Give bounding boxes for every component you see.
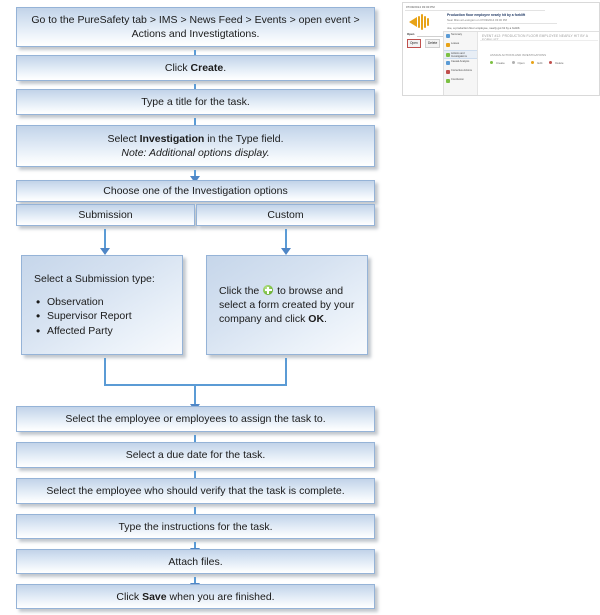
connector-title-type — [194, 118, 196, 128]
connector-create-title — [194, 84, 196, 93]
connector-custom-merge-down — [285, 358, 287, 386]
thumbnail-timestamp: 07/09/2014 03:00 PM — [406, 5, 435, 9]
step-title-text: Type a title for the task. — [141, 96, 250, 108]
step-goto-box[interactable]: Go to the PureSafety tab > IMS > News Fe… — [16, 7, 375, 47]
actions-icon — [445, 53, 450, 57]
step-submission-detail-text: Select a Submission type: Observation Su… — [34, 272, 170, 339]
summary-icon — [445, 34, 450, 38]
thumbnail-open-label: Open — [407, 32, 415, 36]
step-create-box[interactable]: Click Create. — [16, 55, 375, 81]
sidebar-item-label: Causal Analysis — [451, 60, 470, 63]
thumbnail-open-button[interactable]: Open — [407, 39, 421, 48]
branch-submission-box[interactable]: Submission — [16, 204, 195, 226]
conclusion-icon — [445, 79, 450, 83]
sidebar-item-causal-analysis[interactable]: Causal Analysis — [444, 59, 477, 68]
thumbnail-section-heading: ASSIGN ACTIONS AND INVESTIGATIONS — [490, 53, 547, 57]
sidebar-item-label: Corrective Actions — [451, 69, 472, 72]
thumbnail-subline: Near Miss at Lexington on 07/09/2014 03:… — [447, 18, 508, 22]
branch-submission-label: Submission — [78, 209, 133, 221]
step-choose-text: Choose one of the Investigation options — [103, 185, 288, 197]
thumbnail-open-link[interactable]: Open — [511, 61, 528, 65]
thumbnail-event-divider — [480, 40, 598, 41]
arrow-custom-down — [281, 248, 291, 255]
causal-analysis-icon — [445, 61, 450, 65]
thumbnail-headline: Production floor employee nearly hit by … — [447, 13, 526, 17]
connector-assign-duedate — [194, 435, 196, 444]
thumbnail-divider — [405, 10, 545, 11]
sidebar-item-label: Actions and Investigations — [451, 52, 467, 59]
step-assign-text: Select the employee or employees to assi… — [65, 413, 326, 425]
thumbnail-open-rule — [417, 36, 445, 37]
list-item: Supervisor Report — [36, 309, 170, 324]
thumbnail-event-panel: Summary Losses Actions and Investigation… — [443, 31, 599, 95]
step-save-box[interactable]: Click Save when you are finished. — [16, 584, 375, 609]
arrow-submission-down — [100, 248, 110, 255]
step-create-text: Click Create. — [164, 62, 227, 74]
arrow-type-choose — [190, 176, 200, 183]
connector-type-choose — [194, 170, 196, 178]
losses-icon — [445, 43, 450, 47]
branch-custom-label: Custom — [267, 209, 304, 221]
step-goto-text: Go to the PureSafety tab > IMS > News Fe… — [31, 14, 360, 40]
step-instructions-text: Type the instructions for the task. — [118, 520, 273, 533]
connector-duedate-verify — [194, 471, 196, 480]
corrective-actions-icon — [445, 70, 450, 74]
green-plus-icon[interactable] — [263, 285, 274, 295]
sidebar-item-actions-and-investigations[interactable]: Actions and Investigations — [444, 50, 477, 59]
step-type-text: Select Investigation in the Type field. … — [107, 133, 284, 159]
thumbnail-body: Joe, a production floor employee, nearly… — [447, 26, 521, 30]
step-verify-box[interactable]: Select the employee who should verify th… — [16, 478, 375, 504]
megaphone-icon — [409, 14, 431, 30]
list-item: Affected Party — [36, 324, 170, 339]
step-custom-detail-text: Click the to browse and select a form cr… — [219, 285, 355, 325]
step-assign-box[interactable]: Select the employee or employees to assi… — [16, 406, 375, 432]
thumbnail-divider-2 — [447, 23, 557, 24]
step-submission-detail-box[interactable]: Select a Submission type: Observation Su… — [21, 255, 183, 355]
connector-submission-merge-down — [104, 358, 106, 386]
thumbnail-create-link[interactable]: Create — [490, 61, 508, 65]
connector-instructions-attach — [194, 542, 196, 550]
sidebar-item-losses[interactable]: Losses — [444, 41, 477, 50]
submission-type-list: Observation Supervisor Report Affected P… — [34, 295, 170, 339]
thumbnail-edit-link[interactable]: Edit — [531, 61, 545, 65]
connector-attach-save — [194, 577, 196, 585]
sidebar-item-conclusion[interactable]: Conclusion — [444, 77, 477, 86]
submission-detail-heading: Select a Submission type: — [34, 272, 155, 285]
thumbnail-sidebar: Summary Losses Actions and Investigation… — [444, 32, 478, 95]
sidebar-item-label: Conclusion — [451, 78, 464, 81]
sidebar-item-label: Summary — [451, 33, 463, 36]
connector-merge-to-assign — [194, 384, 196, 406]
event-screenshot-thumbnail[interactable]: 07/09/2014 03:00 PM Production floor emp… — [402, 2, 600, 96]
sidebar-item-summary[interactable]: Summary — [444, 32, 477, 41]
step-choose-box[interactable]: Choose one of the Investigation options — [16, 180, 375, 202]
sidebar-item-corrective-actions[interactable]: Corrective Actions — [444, 68, 477, 77]
thumbnail-delete-button[interactable]: Delete — [425, 39, 441, 48]
step-duedate-box[interactable]: Select a due date for the task. — [16, 442, 375, 468]
connector-submission-down — [104, 229, 106, 250]
sidebar-item-label: Losses — [451, 42, 460, 45]
step-verify-text: Select the employee who should verify th… — [46, 485, 345, 497]
connector-goto-create — [194, 50, 196, 59]
step-save-text: Click Save when you are finished. — [116, 590, 275, 603]
step-type-note: Note: Additional options display. — [121, 147, 270, 159]
branch-custom-box[interactable]: Custom — [196, 204, 375, 226]
step-attach-text: Attach files. — [168, 555, 223, 568]
thumbnail-delete-link[interactable]: Delete — [549, 61, 566, 65]
list-item: Observation — [36, 295, 170, 310]
thumbnail-action-links: Create Open Edit Delete — [490, 61, 570, 65]
step-attach-box[interactable]: Attach files. — [16, 549, 375, 574]
step-title-box[interactable]: Type a title for the task. — [16, 89, 375, 115]
connector-verify-instructions — [194, 507, 196, 516]
connector-custom-down — [285, 229, 287, 250]
step-duedate-text: Select a due date for the task. — [125, 449, 266, 461]
step-instructions-box[interactable]: Type the instructions for the task. — [16, 514, 375, 539]
step-type-box[interactable]: Select Investigation in the Type field. … — [16, 125, 375, 167]
step-custom-detail-box[interactable]: Click the to browse and select a form cr… — [206, 255, 368, 355]
